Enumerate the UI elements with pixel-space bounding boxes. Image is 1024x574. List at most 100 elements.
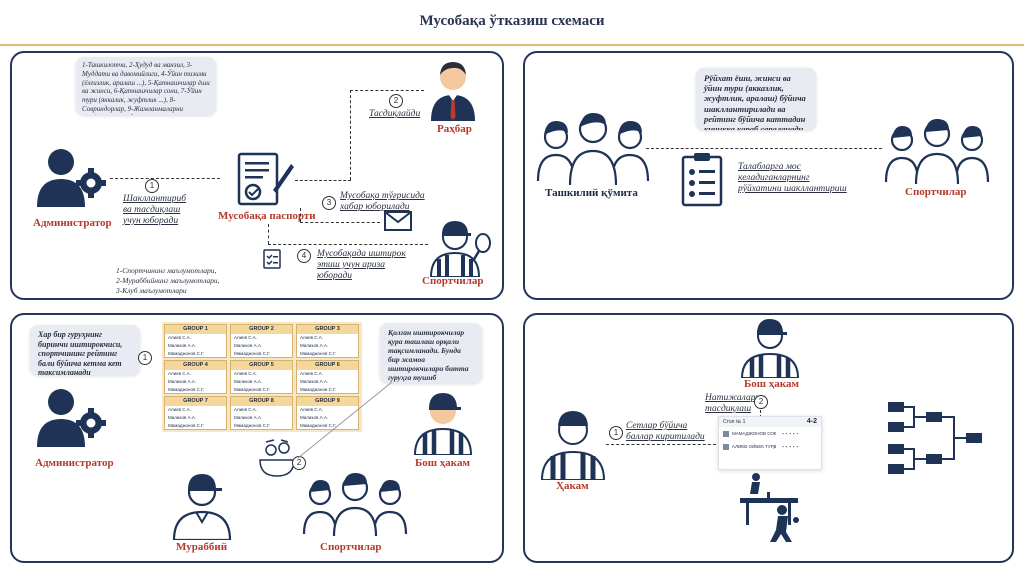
group-member: Маликов А.А. (168, 379, 197, 384)
flow-arrow-scores (606, 444, 716, 445)
list-forming-text: Талабларга мос келадиганларнинг рўйхатин… (738, 162, 847, 194)
step-3-badge: 3 (322, 196, 336, 210)
chief-referee-icon (413, 393, 473, 455)
step-3-text: Мусобақа тўғрисида хабар юборилади (340, 191, 425, 212)
group-member: Алиев С.А. (168, 407, 192, 412)
group-member: Мамаджонов С.Г. (234, 351, 271, 356)
group-member: Маликов А.А. (234, 343, 263, 348)
group-member: Алиев С.А. (234, 371, 258, 376)
match-score: 4-2 (806, 418, 817, 425)
athletes-label: Спортчилар (422, 275, 484, 287)
flow-arrow-4-horizontal (268, 244, 428, 245)
title-divider (0, 44, 1024, 46)
referee-icon (540, 411, 606, 480)
list-item: 1-Спортчининг маълумотлари, (116, 266, 217, 275)
flow-arrow-3-vertical (300, 208, 301, 222)
group-member: Мамаджонов С.Г. (300, 387, 337, 392)
administrator-icon (37, 149, 106, 207)
player-row: МАМАДЖОНОВ СОБИР ГАЙРАТОВИЧ ▪▪▪▪▪ (719, 427, 821, 440)
group-member: Мамаджонов С.Г. (168, 387, 205, 392)
group-member: Маликов А.А. (168, 343, 197, 348)
list-item: 2-Мураббийнинг маълумотлари, (116, 276, 220, 286)
step-1-badge: 1 (138, 351, 152, 365)
group-member: Мамаджонов С.Г. (168, 423, 205, 428)
step-4-text: Мусобақада иштирок этиш учун ариза юбора… (317, 249, 406, 281)
group-member: Мамаджонов С.Г. (234, 423, 271, 428)
group-member: Алиев С.А. (168, 371, 192, 376)
match-score-card: Стол № 1 4-2 МАМАДЖОНОВ СОБИР ГАЙРАТОВИЧ… (718, 416, 822, 470)
group-name: GROUP 9 (297, 397, 358, 406)
flow-arrow-3-horizontal (300, 222, 380, 223)
table-tennis-players-icon (740, 473, 799, 542)
administrator-label: Администратор (33, 217, 112, 229)
group-member: Алиев С.А. (300, 371, 324, 376)
step-1-badge: 1 (145, 179, 159, 193)
draw-connector-line (297, 381, 393, 459)
group-member: Алиев С.А. (300, 335, 324, 340)
flow-arrow-approve (760, 410, 761, 418)
coach-icon (172, 474, 232, 540)
group-member: Мамаджонов С.Г. (168, 351, 205, 356)
player-row: АЛИЕВ ОЙБЕК ТУРДИБОЕВИЧ ▪▪▪▪▪ (719, 440, 821, 453)
page-title: Мусобақа ўтказиш схемаси (419, 13, 605, 29)
group-member: Маликов А.А. (168, 415, 197, 420)
committee-label: Ташкилий қўмита (545, 187, 638, 199)
chief-referee-label: Бош ҳакам (744, 378, 799, 390)
step-2-text: Тасдиқлайди (369, 109, 421, 119)
athletes-group-icon (302, 473, 408, 536)
step-1-text: Шакллантириб ва тасдиқлаш учун юборади (123, 194, 187, 226)
passport-requirements-note: 1-Ташкилотчи, 2-Ҳудуд ва манзил, 3-Мудда… (76, 57, 216, 115)
athletes-group-icon (884, 119, 990, 184)
tournament-bracket-icon (888, 402, 982, 474)
passport-document-icon (237, 152, 294, 206)
group-member: Мамаджонов С.Г. (300, 423, 337, 428)
group-name: GROUP 4 (165, 361, 226, 370)
group-member: Маликов А.А. (300, 379, 329, 384)
group-member: Мамаджонов С.Г. (300, 351, 337, 356)
enter-scores-text: Сетлар бўйича баллар киритилади (626, 421, 705, 442)
group-name: GROUP 3 (297, 325, 358, 334)
chief-referee-label: Бош ҳакам (415, 457, 470, 469)
step-2-badge: 2 (754, 395, 768, 409)
group-member: Маликов А.А. (234, 415, 263, 420)
group-name: GROUP 1 (165, 325, 226, 334)
committee-group-icon (536, 113, 650, 186)
group-member: Алиев С.А. (234, 335, 258, 340)
group-name: GROUP 7 (165, 397, 226, 406)
referee-label: Ҳакам (556, 480, 589, 492)
table-number: Стол № 1 (723, 419, 746, 425)
flow-arrow-1 (110, 178, 220, 179)
approve-results-text: Натижаларни тасдиқлаш (705, 393, 765, 414)
group-member: Маликов А.А. (234, 379, 263, 384)
group-member: Алиев С.А. (234, 407, 258, 412)
administrator-icon (37, 389, 106, 447)
list-item: 3-Клуб маълумотлари (116, 286, 187, 296)
group-member: Алиев С.А. (168, 335, 192, 340)
registration-rules-note: Рўйхат ёши, жинси ва ўйин тури (якказлик… (696, 68, 816, 130)
passport-label: Мусобақа паспорти (218, 210, 316, 222)
seeding-note: Хар бир гуруҳнинг биринчи иштирокчиси, с… (30, 325, 140, 375)
group-name: GROUP 2 (231, 325, 292, 334)
step-2-badge: 2 (389, 94, 403, 108)
athletes-label: Спортчилар (905, 186, 967, 198)
clipboard-list-icon (681, 153, 723, 207)
director-icon (431, 62, 475, 121)
group-member: Мамаджонов С.Г. (234, 387, 271, 392)
flow-arrow-list (646, 148, 882, 149)
group-member: Маликов А.А. (300, 415, 329, 420)
step-2-badge: 2 (292, 456, 306, 470)
application-form-icon (263, 249, 281, 269)
application-data-list: 1-Спортчининг маълумотлари, 2-Мураббийни… (116, 266, 219, 296)
group-name: GROUP 8 (231, 397, 292, 406)
athletes-label: Спортчилар (320, 541, 382, 553)
envelope-icon (384, 211, 412, 231)
coach-label: Мураббий (176, 541, 228, 553)
